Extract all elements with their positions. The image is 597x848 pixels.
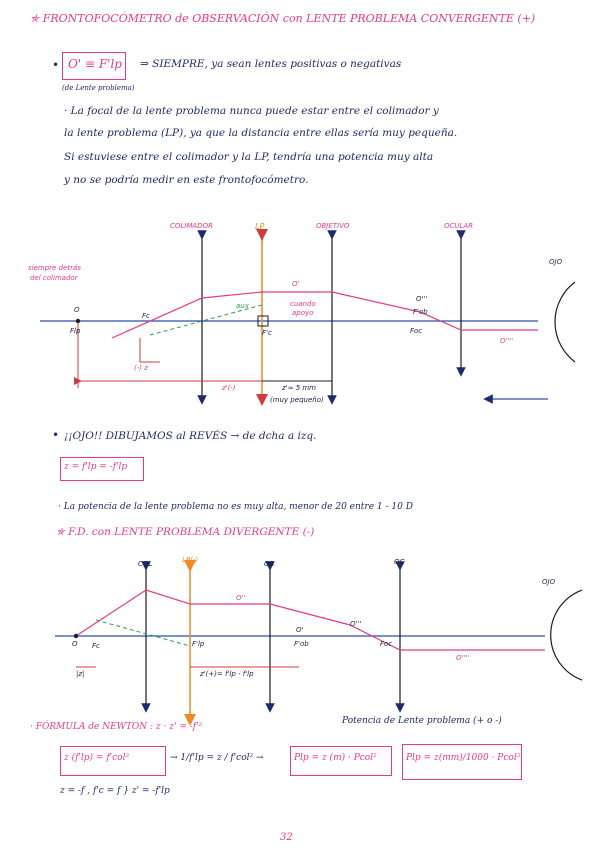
label-zprime-small: z'≈ 5 mm <box>282 384 317 392</box>
bullet-dot: • <box>52 58 60 72</box>
bullet-dot-2: • <box>52 428 60 442</box>
label-flp: Flp <box>70 327 81 335</box>
heading2-text: F.D. con LENTE PROBLEMA DIVERGENTE (-) <box>68 526 315 538</box>
formula-box-3 <box>60 746 166 776</box>
label-o-doubleprime: O'' <box>236 594 246 602</box>
label-fc: Fc <box>142 312 150 320</box>
formula-fraction: → 1/f'lp = z / f'col² → <box>170 753 264 763</box>
label-ojo-2: OJO <box>542 578 556 586</box>
label-zprime-2: z'(+)= f'lp - f'lp <box>200 670 254 678</box>
heading-text: FRONTOFOCÓMETRO de OBSERVACIÓN con LENTE… <box>42 12 536 25</box>
formula-note: (de Lente problema) <box>62 84 135 92</box>
heading-observation-convergent: ✯ FRONTOFOCÓMETRO de OBSERVACIÓN con LEN… <box>30 12 535 25</box>
eye-icon <box>554 281 576 363</box>
label-f-oc: Foc <box>410 327 423 335</box>
label-siempre-detras: siempre detrás <box>28 264 81 272</box>
heading-divergent: ✯ F.D. con LENTE PROBLEMA DIVERGENTE (-) <box>56 526 314 538</box>
star-icon: ✯ <box>30 12 40 25</box>
label-objetivo: OBJETIVO <box>316 222 350 230</box>
para1-line4: y no se podría medir en este frontofocóm… <box>64 174 309 186</box>
label-lp: LP <box>255 222 265 231</box>
formula-plp-m: Plp = z (m) · Pcol² <box>294 753 377 763</box>
label-f-ob: F'ob <box>413 308 428 316</box>
label-apoyo: apoyo <box>292 309 314 317</box>
star-icon: ✯ <box>56 526 65 538</box>
aux-ray <box>149 304 263 336</box>
label-ocular: OCULAR <box>444 222 474 230</box>
label-f-oc-2: Foc <box>380 640 393 648</box>
label-del-colimador: del colimador <box>30 274 78 282</box>
formula-newton: z (f'lp) = f'col² <box>64 753 130 763</box>
label-fprime-lp: F'lp <box>192 640 205 648</box>
label-ojo: OJO <box>549 258 563 266</box>
ray-pink-1 <box>111 291 538 339</box>
formula-box-5 <box>402 744 522 780</box>
label-o-quad: O'''' <box>500 337 514 345</box>
formula-box-z <box>60 457 144 481</box>
label-col: COL <box>138 560 153 568</box>
potencia-title: Potencia de Lente problema (+ o -) <box>342 716 502 726</box>
label-lp-div: LP(-) <box>182 556 199 564</box>
aux-ray-2 <box>95 619 191 647</box>
label-f-ob-2: F'ob <box>294 640 309 648</box>
label-o-triple: O''' <box>416 295 428 303</box>
label-o: O <box>74 306 80 314</box>
eye-icon-2 <box>550 589 583 681</box>
label-zprime: z'(-) <box>222 384 236 392</box>
dibujamos-text: ¡¡OJO!! DIBUJAMOS al REVÉS → de dcha a i… <box>64 430 317 442</box>
label-o-quad-2: O'''' <box>456 654 470 662</box>
label-muy-pequeno: (muy pequeño) <box>270 396 324 404</box>
label-oc: OC <box>394 558 405 566</box>
z-line-text: z = -f , f'c = f } z' = -f'lp <box>60 786 170 796</box>
label-o-prime-2: O' <box>296 626 304 634</box>
label-fprime-c: F'c <box>262 329 272 337</box>
para1-line2: la lente problema (LP), ya que la distan… <box>64 127 458 139</box>
potencia-line: · La potencia de la lente problema no es… <box>58 502 413 512</box>
formula-plp-mm: Plp = z(mm)/1000 · Pcol² <box>406 753 521 763</box>
formula-box-o-prime <box>62 52 126 80</box>
point-o <box>75 318 81 324</box>
formula-z: z = f'lp = -f'lp <box>64 462 128 472</box>
para1-line3: Si estuviese entre el colimador y la LP,… <box>64 151 434 163</box>
label-o-2: O <box>72 640 78 648</box>
label-fc-2: Fc <box>92 642 100 650</box>
label-cuando: cuando <box>290 300 316 308</box>
z-bracket <box>139 338 160 363</box>
para1-line1: · La focal de la lente problema nunca pu… <box>64 105 439 117</box>
ray-pink-2 <box>75 589 545 651</box>
label-o-prime: O' <box>292 280 300 288</box>
page-number: 32 <box>280 832 293 843</box>
label-o-triple-2: O''' <box>350 620 362 628</box>
label-z: (-) z <box>134 364 148 372</box>
point-o-2 <box>73 633 79 639</box>
label-z-2: |z| <box>76 670 85 678</box>
newton-line: · FÓRMULA de NEWTON : z · z' = -f'² <box>30 722 203 732</box>
formula-box-4 <box>290 746 392 776</box>
label-colimador: COLIMADOR <box>170 222 213 230</box>
formula-o-prime: O' ≡ F'lp <box>68 57 122 71</box>
siempre-text: ⇒ SIEMPRE, ya sean lentes positivas o ne… <box>140 58 402 70</box>
point-fc-box <box>257 315 269 327</box>
label-ob: OB <box>264 560 275 568</box>
label-aux: aux <box>236 302 249 310</box>
